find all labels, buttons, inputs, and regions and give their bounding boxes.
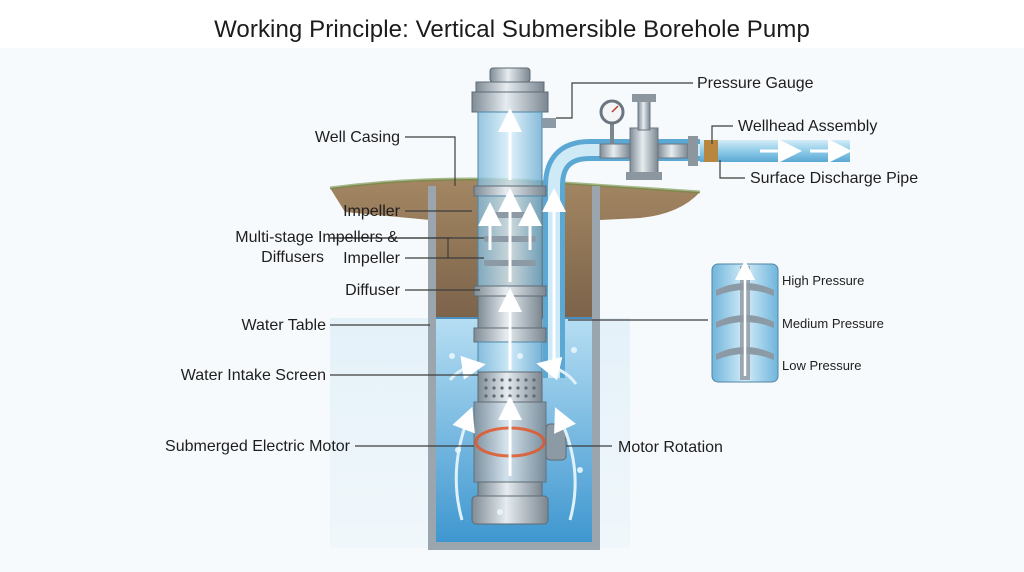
inset-low-pressure-label: Low Pressure — [782, 358, 862, 373]
pressure-gauge-label: Pressure Gauge — [697, 75, 814, 92]
pressure-stages-inset — [711, 260, 779, 383]
wellhead-assembly — [599, 94, 718, 180]
water-table-label: Water Table — [241, 317, 326, 334]
inset-high-pressure-label: High Pressure — [782, 273, 865, 288]
leader-lines — [330, 82, 745, 447]
impeller-label-top: Impeller — [343, 203, 400, 220]
water-droplets — [449, 347, 583, 515]
multistage-label-line1: Multi-stage Impellers & — [235, 229, 398, 246]
impeller-label-second: Impeller — [343, 250, 400, 267]
intake-flow-arrows — [448, 355, 578, 521]
surface-discharge-pipe-label: Surface Discharge Pipe — [750, 170, 919, 187]
inset-medium-pressure-label: Medium Pressure — [782, 316, 884, 331]
wellhead-assembly-label: Wellhead Assembly — [738, 118, 878, 135]
well-casing-label: Well Casing — [314, 129, 400, 146]
submerged-electric-motor-label: Submerged Electric Motor — [165, 438, 350, 455]
rising-main-pipe — [542, 139, 852, 378]
flow-arrows — [478, 108, 542, 476]
motor-rotation-label: Motor Rotation — [618, 439, 723, 456]
water-intake-screen-label: Water Intake Screen — [180, 367, 326, 384]
diffuser-label: Diffuser — [345, 282, 400, 299]
multistage-label-line2: Diffusers — [261, 249, 324, 266]
diagram-title: Working Principle: Vertical Submersible … — [214, 16, 810, 43]
